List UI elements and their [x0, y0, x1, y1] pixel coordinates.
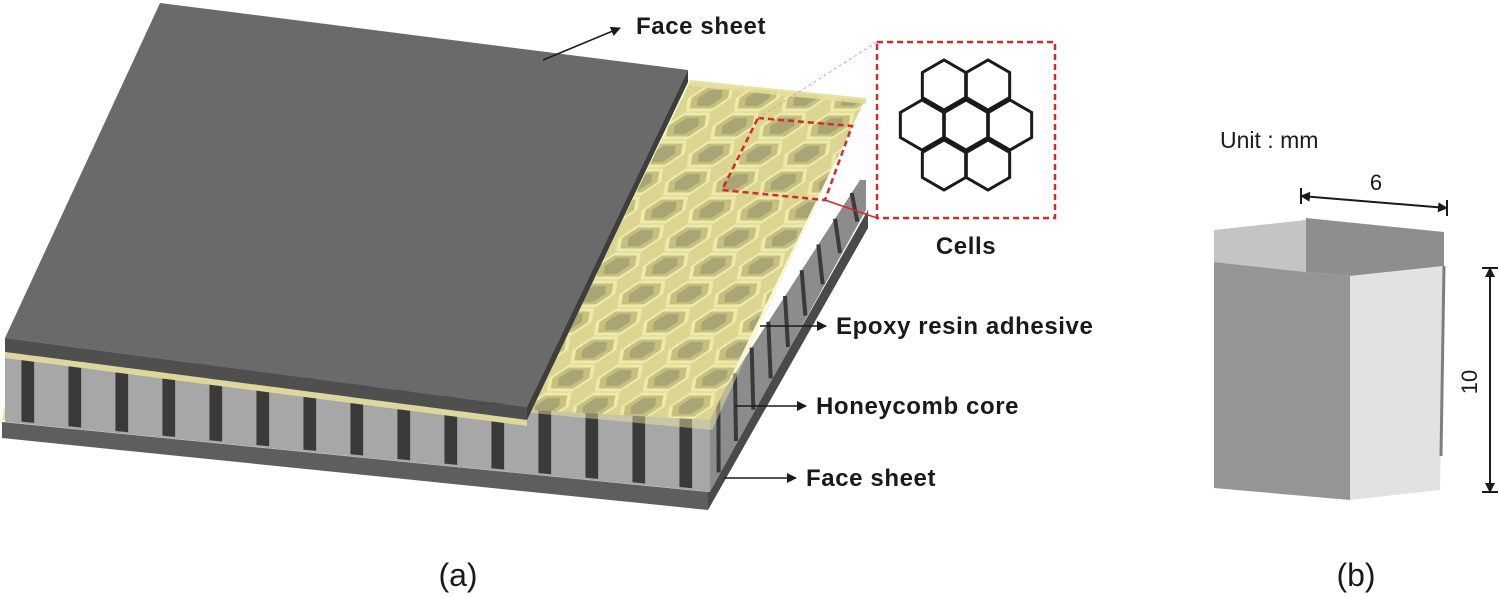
top-face-sheet-front [5, 338, 527, 420]
hexagon-cell [986, 98, 1034, 152]
hexagon-cells [898, 58, 1034, 192]
epoxy-adhesive-edge [690, 80, 866, 104]
core-slot [585, 404, 599, 479]
cell-left-face [1214, 262, 1350, 500]
exposed-honeycomb-cells [530, 82, 865, 420]
hexagon-cell [964, 58, 1012, 112]
core-slot [68, 355, 82, 428]
core-side-slot [766, 321, 773, 379]
cell-top-left-light [1214, 220, 1306, 272]
core-side-slot [783, 295, 790, 348]
core-slot [162, 363, 176, 437]
cell-right-edge [1439, 265, 1446, 457]
hexagon-cell [964, 138, 1012, 192]
top-face-sheet-surface [5, 3, 688, 407]
core-side-slot [733, 373, 738, 442]
dim-width-label: 6 [1370, 170, 1382, 195]
label-face-sheet-top: Face sheet [636, 13, 766, 40]
zoom-leader-bottom [824, 199, 878, 219]
core-slot [209, 368, 223, 442]
core-slot [679, 413, 693, 489]
epoxy-adhesive-layer [522, 80, 866, 430]
core-slot [538, 399, 552, 475]
core-slot [632, 408, 646, 484]
label-face-sheet-bottom: Face sheet [806, 465, 936, 492]
cell-right-face [1350, 266, 1444, 500]
label-honeycomb: Honeycomb core [816, 393, 1019, 420]
label-cells: Cells [936, 233, 996, 260]
caption-a: (a) [438, 557, 477, 593]
cells-zoom-box [875, 40, 1057, 220]
dim-height-label: 10 [1457, 370, 1482, 394]
bottom-face-sheet-side [708, 210, 868, 510]
core-slot [21, 350, 35, 423]
label-epoxy: Epoxy resin adhesive [836, 313, 1093, 340]
core-side-slot [833, 218, 842, 254]
cell-top-right [1306, 218, 1444, 276]
dim-width-line [1300, 191, 1448, 213]
caption-b: (b) [1336, 557, 1375, 593]
core-slot [115, 359, 129, 433]
arrow-face-sheet-top [542, 26, 621, 61]
core-side-slot [849, 192, 860, 223]
top-face-sheet-side [527, 70, 688, 420]
top-adhesive-strip [5, 352, 527, 426]
sandwich-panel [2, 3, 870, 510]
core-side-slots [716, 192, 860, 473]
single-cell-model [1214, 218, 1446, 500]
core-side-slot [749, 347, 756, 410]
unit-label: Unit : mm [1220, 127, 1318, 153]
bottom-face-sheet-front [2, 422, 708, 510]
core-side-slot [816, 244, 825, 285]
core-side-slot [799, 270, 808, 316]
